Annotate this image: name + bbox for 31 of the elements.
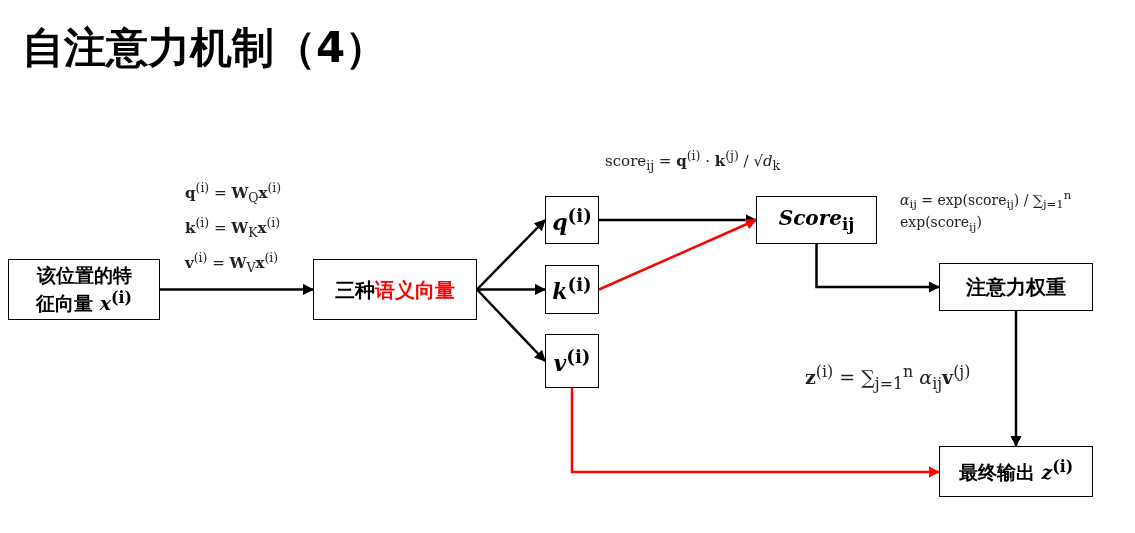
arrow [477,283,547,296]
formula: z$^{(i)}$ = ∑$_{j=1}$$^{n}$ α$_{ij}$v$^{(j)}$ [805,362,971,394]
process-box [756,196,877,244]
box-label: v$^{(i)}$ [553,344,591,378]
process-box [8,259,160,320]
arrow [1010,311,1022,448]
arrow [570,388,941,478]
formula: k$^{(i)}$ = W$_{K}$x$^{(i)}$ [185,215,281,240]
process-box [545,196,599,244]
arrow [598,218,758,291]
process-box [939,263,1093,311]
slide-title: 自注意力机制（4） [22,22,388,74]
box-label: 三种 [335,276,375,303]
process-box [545,334,599,388]
box-label: q$^{(i)}$ [552,203,592,237]
box-label: k$^{(i)}$ [552,273,592,306]
box-label: 该位置的特征向量 x$^{(i)}$ [34,263,133,316]
box-label: 注意力权重 [966,274,1066,300]
arrow [815,244,941,293]
formula: q$^{(i)}$ = W$_{Q}$x$^{(i)}$ [185,180,282,205]
process-box [313,259,477,320]
box-label: Score$_{ij}$ [778,204,855,236]
arrow [476,219,546,291]
arrow [476,288,546,362]
formula: v$^{(i)}$ = W$_{V}$x$^{(i)}$ [185,250,279,275]
box-label: 语义向量 [375,276,455,303]
formula: score$_{ij}$ = q$^{(i)}$ · k$^{(j)}$ / √d$_{k}$ [605,148,781,173]
box-label: 最终输出 z$^{(i)}$ [958,457,1074,486]
process-box [545,265,599,314]
arrow [160,283,315,296]
process-box [939,446,1093,497]
